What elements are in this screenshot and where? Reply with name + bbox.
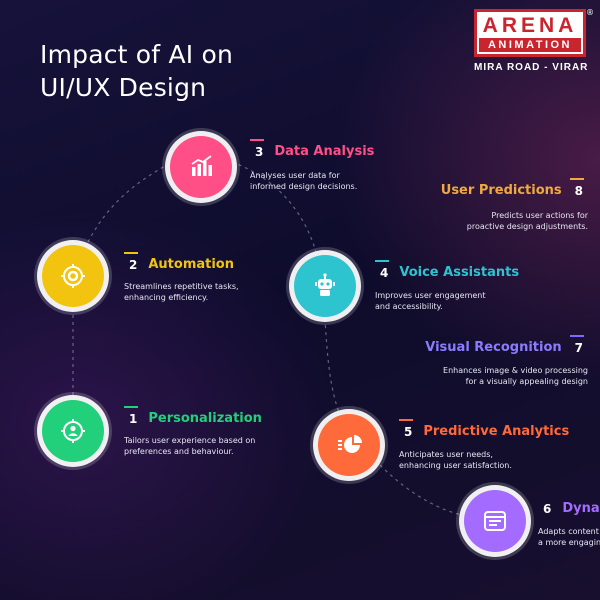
step-personalization: 1 Personalization Tailors user experienc… <box>124 406 262 457</box>
step-title: Predictive Analytics <box>423 423 570 439</box>
automation-circle <box>42 245 104 307</box>
step-number: 3 <box>250 139 268 159</box>
step-description-line: Anticipates user needs, <box>399 450 493 459</box>
step-title: Visual Recognition <box>425 339 562 355</box>
step-description-line: Tailors user experience based on <box>124 436 256 445</box>
step-description-line: Enhances image & video processing <box>443 366 588 375</box>
target-user-icon <box>61 419 85 443</box>
step-number: 2 <box>124 252 142 272</box>
step-description-line: Adapts content <box>538 527 599 536</box>
dynamic-circle <box>464 490 526 552</box>
step-title: Personalization <box>148 410 262 426</box>
page-title: Impact of AI on UI/UX Design <box>40 38 233 104</box>
step-description-line: for a visually appealing design <box>465 377 588 386</box>
step-dynamic: 6 Dynam Adapts content a more engagin <box>538 500 600 548</box>
step-title: Dynam <box>562 500 600 516</box>
step-description-line: preferences and behaviour. <box>124 447 234 456</box>
step-description-line: Streamlines repetitive tasks, <box>124 282 239 291</box>
step-title: Data Analysis <box>274 143 375 159</box>
step-number: 6 <box>538 500 556 516</box>
logo-location: MIRA ROAD - VIRAR <box>474 62 589 73</box>
step-number: 8 <box>569 178 588 198</box>
step-data-analysis: 3 Data Analysis Analyses user data for i… <box>250 139 375 192</box>
step-number: 5 <box>399 419 417 439</box>
step-automation: 2 Automation Streamlines repetitive task… <box>124 252 239 303</box>
registered-mark: ® <box>586 8 594 17</box>
step-description-line: and accessibility. <box>375 302 443 311</box>
layout-icon <box>484 511 506 531</box>
step-description-line: informed design decisions. <box>250 182 358 191</box>
step-description-line: proactive design adjustments. <box>466 222 588 231</box>
step-visual-recognition: Visual Recognition 7 Enhances image & vi… <box>420 335 588 387</box>
step-description-line: enhancing user satisfaction. <box>399 461 512 470</box>
robot-icon <box>315 273 335 296</box>
step-number: 4 <box>375 260 393 280</box>
gear-target-icon <box>61 264 85 288</box>
step-title: Voice Assistants <box>399 264 520 280</box>
bar-chart-icon <box>191 155 212 176</box>
step-description-line: enhancing efficiency. <box>124 293 209 302</box>
logo-arena-text: ARENA <box>482 14 578 37</box>
step-number: 7 <box>569 335 588 355</box>
step-predictive-analytics: 5 Predictive Analytics Anticipates user … <box>399 419 570 471</box>
step-description-line: Analyses user data for <box>250 171 340 180</box>
step-description-line: Improves user engagement <box>375 291 486 300</box>
title-line-1: Impact of AI on <box>40 40 234 69</box>
voice-assistants-circle <box>294 255 356 317</box>
title-line-2: UI/UX Design <box>40 73 207 102</box>
pie-chart-icon <box>338 435 362 453</box>
personalization-circle <box>42 400 104 462</box>
step-title: Automation <box>148 256 234 272</box>
step-title: User Predictions <box>440 182 562 198</box>
step-description-line: Predicts user actions for <box>491 211 588 220</box>
logo-animation-text: ANIMATION <box>479 38 581 52</box>
data-analysis-circle <box>170 136 232 198</box>
step-user-predictions: User Predictions 8 Predicts user actions… <box>440 178 588 232</box>
step-number: 1 <box>124 406 142 426</box>
step-voice-assistants: 4 Voice Assistants Improves user engagem… <box>375 260 520 312</box>
step-description-line: a more engagin <box>538 538 600 547</box>
arena-animation-logo: ARENA ANIMATION MIRA ROAD - VIRAR <box>474 9 589 73</box>
predictive-analytics-circle <box>318 414 380 476</box>
